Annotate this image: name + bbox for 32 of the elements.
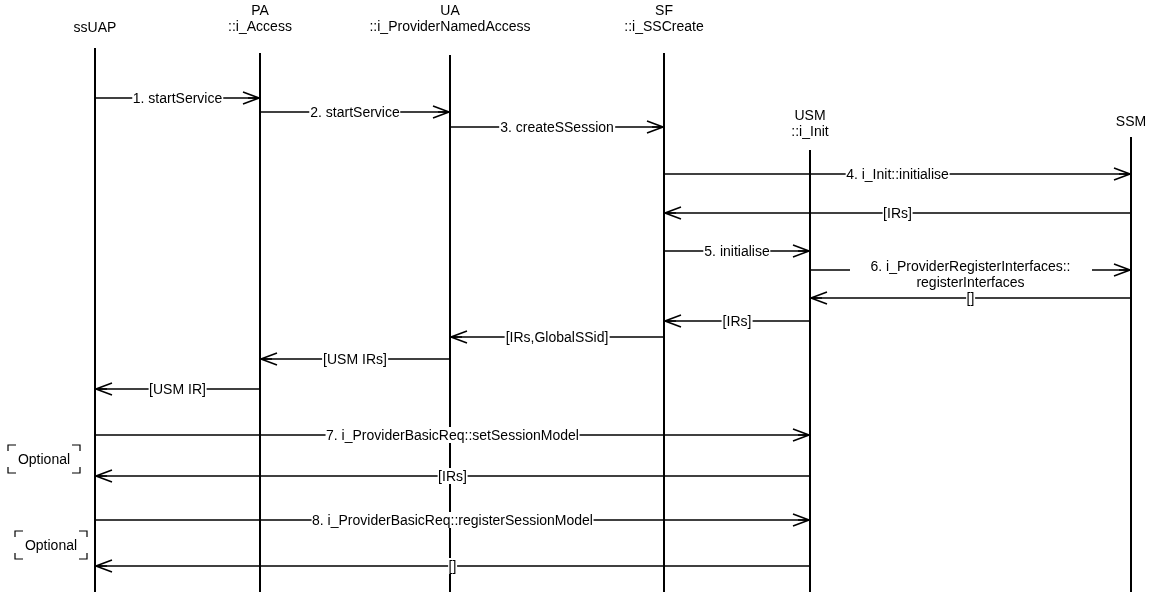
participant-label: USM (793, 107, 827, 123)
message-label: 2. startService (309, 104, 401, 120)
message-label: 5. initialise (703, 243, 771, 259)
participant-label: SSM (1114, 113, 1148, 129)
message-arrow (95, 559, 810, 573)
participant-label: ::i_ProviderNamedAccess (368, 18, 532, 34)
message-label: 7. i_ProviderBasicReq::setSessionModel (325, 427, 580, 443)
message-label: 3. createSSession (499, 119, 615, 135)
message-label: [] (447, 558, 458, 574)
message-arrow (95, 469, 810, 483)
participant-label: ssUAP (72, 19, 118, 35)
participant-label: UA (439, 2, 461, 18)
message-arrow (664, 206, 1131, 220)
message-label: 4. i_Init::initialise (845, 166, 950, 182)
participant-label: ::i_Access (227, 18, 293, 34)
message-label: [IRs] (882, 205, 913, 221)
participant-label: PA (250, 2, 270, 18)
participant-label: SF (654, 2, 674, 18)
message-label: [IRs] (721, 313, 753, 329)
message-label: 6. i_ProviderRegisterInterfaces:: registerInterfaces (849, 258, 1092, 290)
message-label: [IRs] (437, 468, 468, 484)
participant-label: ::i_Init (790, 123, 830, 139)
message-label: 1. startService (131, 90, 224, 106)
message-label: [USM IR] (148, 381, 207, 397)
message-label: [IRs,GlobalSSid] (504, 329, 610, 345)
note-text: Optional (17, 451, 71, 467)
message-label: [USM IRs] (322, 351, 388, 367)
message-label: [] (965, 290, 976, 306)
note-text: Optional (24, 537, 78, 553)
message-label: 8. i_ProviderBasicReq::registerSessionModel (311, 512, 594, 528)
message-arrow (810, 291, 1131, 305)
participant-label: ::i_SSCreate (623, 18, 705, 34)
